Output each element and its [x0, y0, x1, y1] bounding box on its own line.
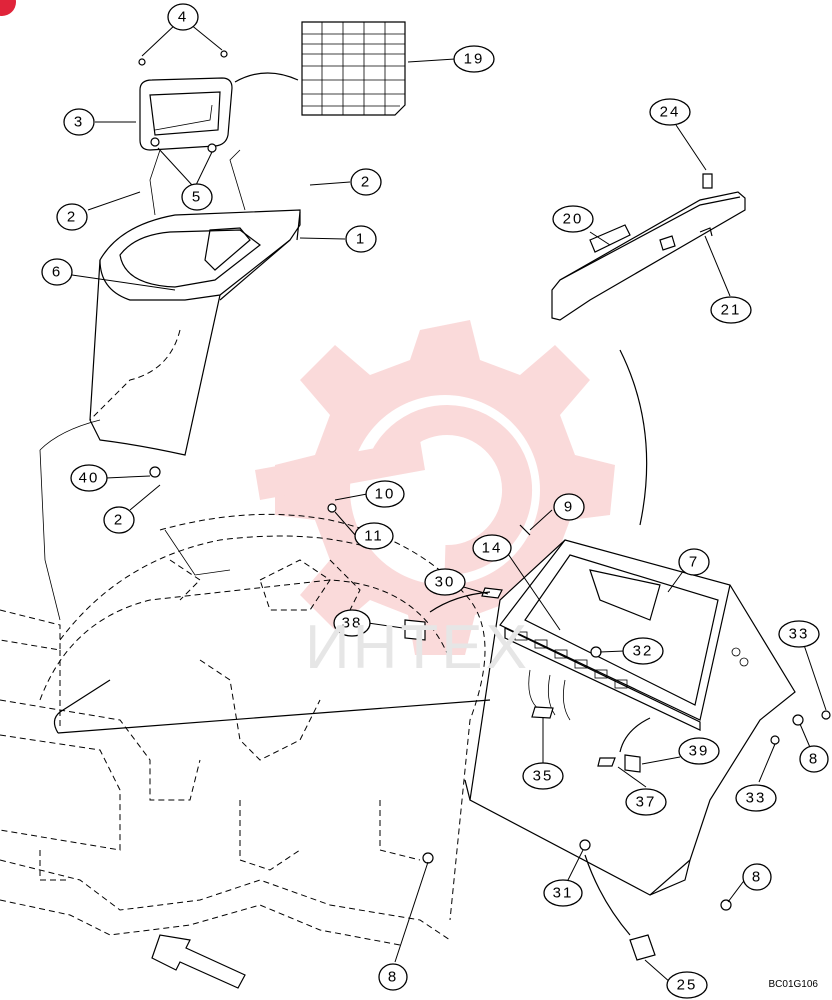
svg-text:30: 30 [435, 574, 456, 591]
callout-8a: 8 [799, 745, 829, 773]
svg-text:33: 33 [789, 626, 810, 643]
svg-text:10: 10 [375, 486, 396, 503]
callout-33b: 33 [735, 784, 777, 812]
direction-arrow-icon [151, 934, 246, 989]
svg-text:39: 39 [689, 743, 710, 760]
callout-40: 40 [70, 464, 108, 492]
svg-text:11: 11 [364, 528, 384, 545]
svg-text:31: 31 [553, 885, 574, 902]
callout-6: 6 [41, 258, 73, 286]
svg-text:3: 3 [74, 114, 84, 131]
svg-text:2: 2 [361, 174, 371, 191]
callout-39: 39 [678, 737, 720, 765]
callout-1: 1 [345, 225, 377, 253]
callout-7: 7 [678, 548, 710, 576]
callout-4: 4 [167, 3, 199, 31]
watermark-text: ИНТЕХ [305, 613, 530, 682]
decal-grid [234, 21, 406, 116]
callout-5: 5 [181, 183, 213, 211]
svg-text:2: 2 [114, 512, 124, 529]
right-console [464, 539, 796, 896]
callout-33a: 33 [778, 620, 820, 648]
callout-11: 11 [354, 522, 394, 550]
svg-text:40: 40 [79, 470, 100, 487]
drawing-code: BC01G106 [768, 979, 818, 990]
svg-text:24: 24 [660, 104, 681, 121]
leader-lines [71, 23, 827, 984]
callout-38: 38 [333, 609, 371, 637]
callout-35: 35 [522, 762, 564, 790]
svg-text:8: 8 [388, 969, 398, 986]
svg-text:6: 6 [52, 264, 62, 281]
callout-2b: 2 [350, 168, 382, 196]
cover-plate [551, 191, 746, 526]
callout-2c: 2 [103, 506, 135, 534]
callouts: 4 19 3 5 2 2 1 6 24 20 21 40 2 10 11 9 1… [41, 3, 829, 999]
svg-text:2: 2 [67, 209, 77, 226]
svg-text:21: 21 [721, 302, 742, 319]
callout-14: 14 [472, 534, 512, 562]
svg-text:14: 14 [482, 540, 503, 557]
watermark-gear-icon [255, 320, 615, 655]
left-console [39, 149, 301, 621]
svg-text:8: 8 [752, 869, 762, 886]
svg-text:4: 4 [178, 9, 188, 26]
svg-text:38: 38 [342, 615, 363, 632]
callout-31: 31 [543, 879, 583, 907]
callout-19: 19 [453, 45, 495, 73]
svg-text:19: 19 [464, 51, 485, 68]
callout-8b: 8 [742, 863, 772, 891]
svg-text:37: 37 [636, 794, 657, 811]
svg-text:7: 7 [689, 554, 699, 571]
callout-24: 24 [649, 98, 691, 126]
callout-9: 9 [553, 493, 585, 521]
callout-30: 30 [424, 568, 466, 596]
svg-text:5: 5 [192, 189, 202, 206]
svg-text:1: 1 [356, 231, 366, 248]
svg-text:20: 20 [563, 211, 584, 228]
machine-frame-hidden-lines [0, 513, 486, 946]
callout-37: 37 [625, 788, 667, 816]
callout-2a: 2 [56, 203, 88, 231]
svg-text:8: 8 [809, 751, 819, 768]
callout-10: 10 [365, 480, 405, 508]
callout-3: 3 [63, 108, 95, 136]
svg-text:32: 32 [633, 643, 654, 660]
callout-8c: 8 [378, 963, 408, 991]
svg-text:9: 9 [564, 499, 574, 516]
callout-32: 32 [622, 637, 664, 665]
svg-text:33: 33 [746, 790, 767, 807]
svg-text:25: 25 [677, 977, 698, 994]
svg-text:35: 35 [533, 768, 554, 785]
callout-20: 20 [552, 205, 594, 233]
callout-25: 25 [666, 971, 708, 999]
armrest-pad [139, 77, 233, 151]
callout-21: 21 [710, 296, 752, 324]
